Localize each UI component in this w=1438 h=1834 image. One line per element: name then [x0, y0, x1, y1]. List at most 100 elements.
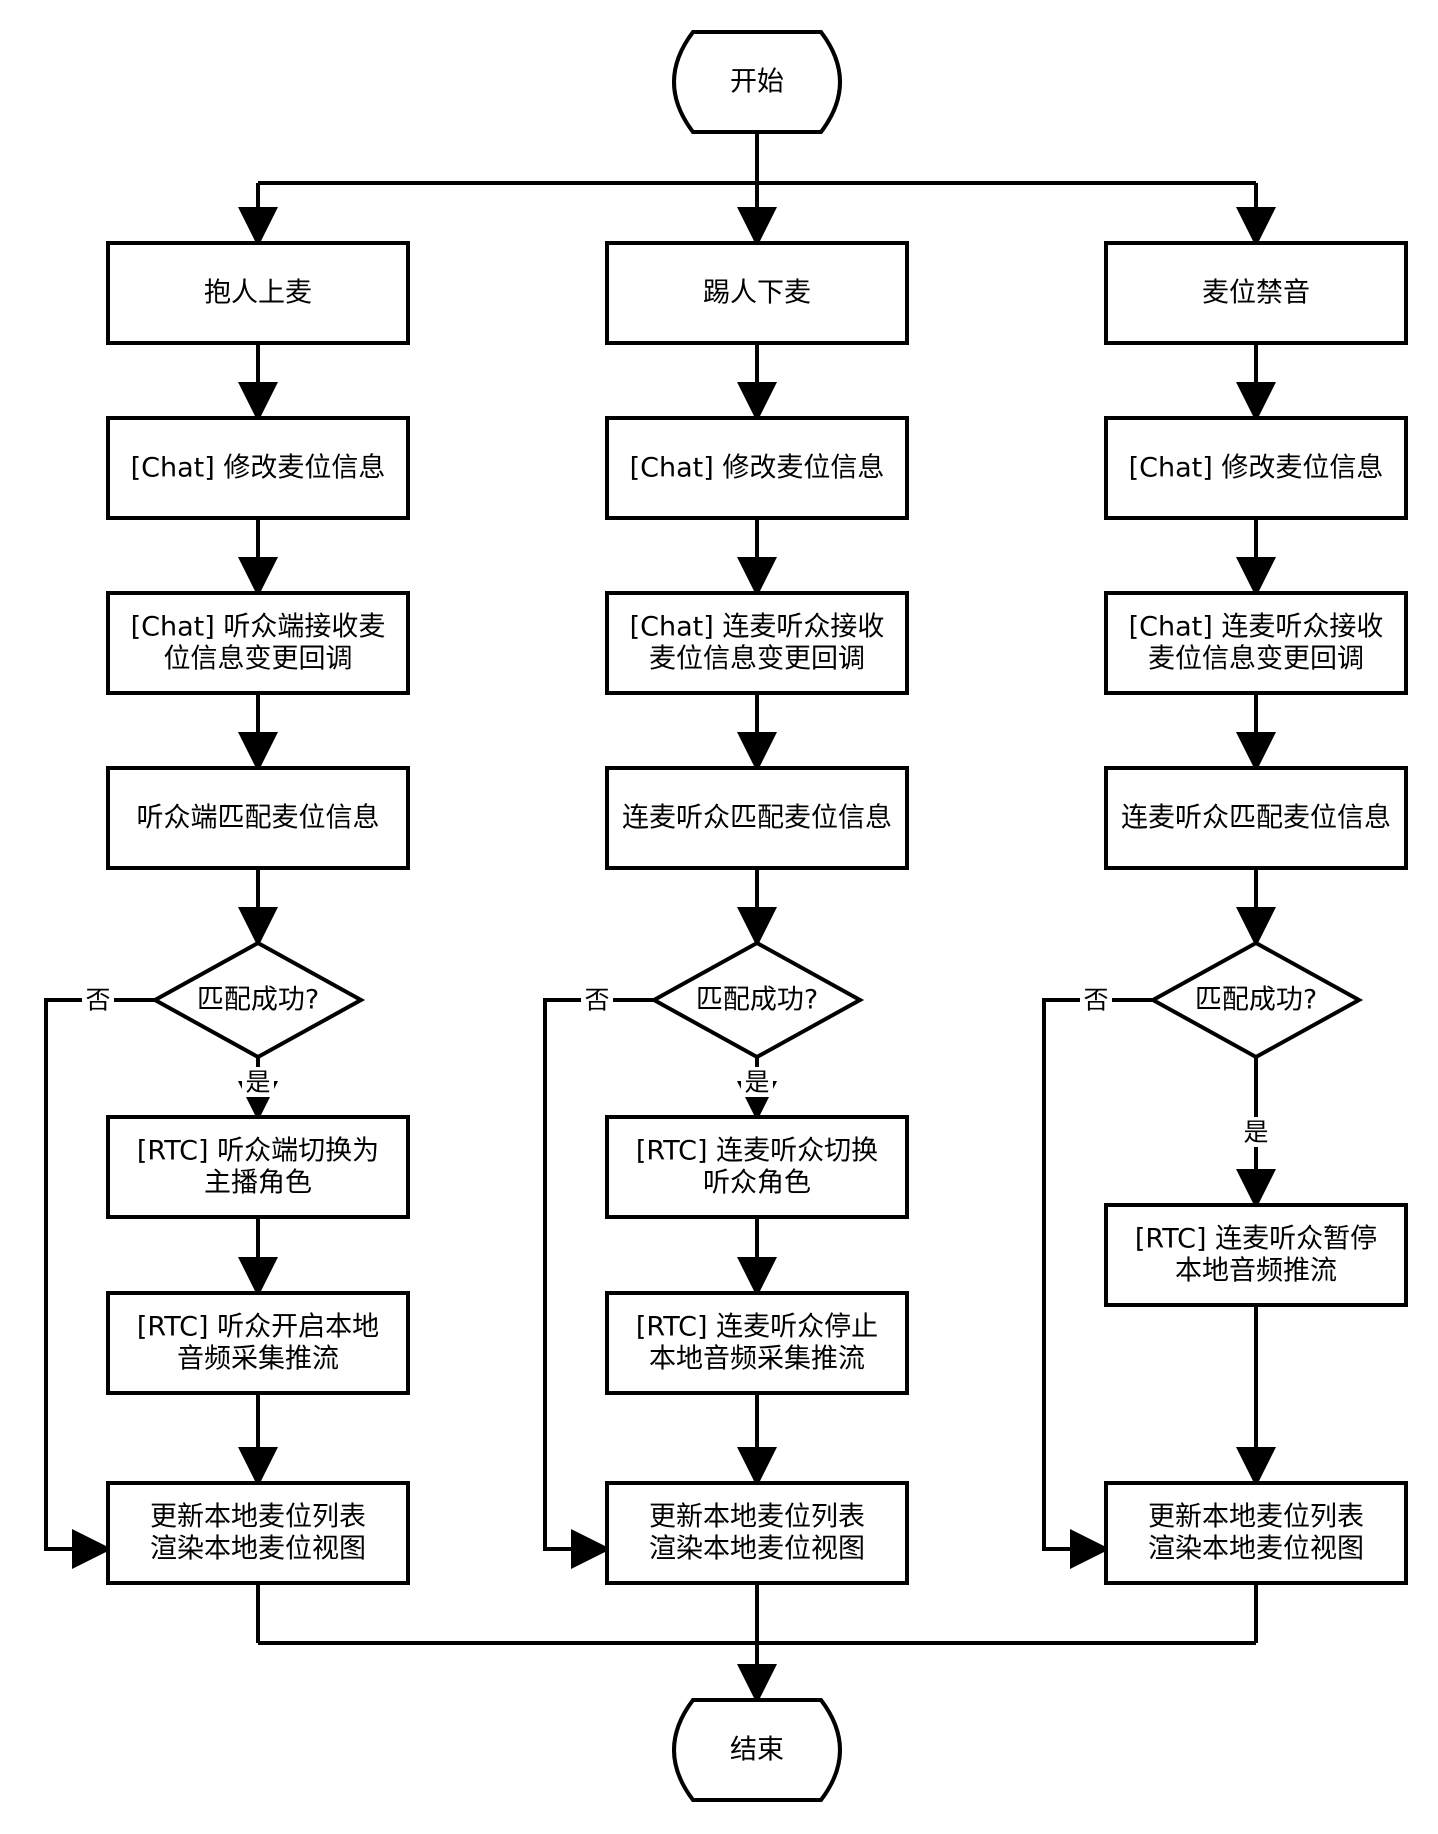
col2-step1-box-shape	[605, 416, 909, 520]
col3-step1-box: [Chat] 修改麦位信息	[1104, 416, 1408, 520]
col3-no-label-bg	[1080, 985, 1112, 1015]
col3-decision: 匹配成功?	[1148, 940, 1364, 1060]
col2-yes-label-text: 是	[744, 1068, 769, 1097]
start-node-text: 开始	[730, 67, 784, 98]
edge-c1-no	[44, 998, 155, 1569]
col1-decision: 匹配成功?	[150, 940, 366, 1060]
col2-decision-shape	[649, 940, 865, 1060]
col3-title-box: 麦位禁音	[1104, 241, 1408, 345]
col3-no-label-text: 否	[1083, 986, 1108, 1015]
col3-yes-label: 是	[1240, 1117, 1272, 1147]
col2-step3-box-shape	[605, 766, 909, 870]
col3-final-box-shape	[1104, 1481, 1408, 1585]
col2-step2-box-text-line1: [Chat] 连麦听众接收	[630, 612, 885, 643]
col2-final-box-text-line1: 更新本地麦位列表	[649, 1502, 865, 1533]
col3-final-box-text-line1: 更新本地麦位列表	[1148, 1502, 1364, 1533]
col3-step3-box-text: 连麦听众匹配麦位信息	[1121, 803, 1391, 834]
col3-step2-box-text-line2: 麦位信息变更回调	[1148, 644, 1364, 675]
col3-step1-box-text: [Chat] 修改麦位信息	[1129, 453, 1384, 484]
col3-step2-box-text-line1: [Chat] 连麦听众接收	[1129, 612, 1384, 643]
col3-yes-label-text: 是	[1243, 1118, 1268, 1147]
col2-step1-box: [Chat] 修改麦位信息	[605, 416, 909, 520]
col3-action1-box-text-line1: [RTC] 连麦听众暂停	[1135, 1224, 1377, 1255]
col1-no-label-text: 否	[85, 986, 110, 1015]
col3-action1-box-text-line2: 本地音频推流	[1175, 1256, 1337, 1287]
end-node: 结束	[672, 1698, 842, 1802]
col1-no-label-bg	[82, 985, 114, 1015]
col1-step3-box-text: 听众端匹配麦位信息	[137, 803, 380, 834]
col2-yes-label-bg	[741, 1067, 773, 1097]
col2-step2-box-text-line2: 麦位信息变更回调	[649, 644, 865, 675]
col3-title-box-shape	[1104, 241, 1408, 345]
col1-final-box-text-line2: 渲染本地麦位视图	[150, 1534, 366, 1565]
col1-action2-box-text-line2: 音频采集推流	[177, 1344, 339, 1375]
col1-action1-box-shape	[106, 1115, 410, 1219]
col3-decision-shape	[1148, 940, 1364, 1060]
col2-no-label: 否	[581, 985, 613, 1015]
col1-step1-box: [Chat] 修改麦位信息	[106, 416, 410, 520]
col3-title-box-text: 麦位禁音	[1202, 278, 1310, 309]
col3-yes-label-bg	[1240, 1117, 1272, 1147]
col2-no-label-bg	[581, 985, 613, 1015]
connectors	[44, 132, 1276, 1704]
start-node-shape	[672, 30, 842, 134]
col2-step1-box-text: [Chat] 修改麦位信息	[630, 453, 885, 484]
col1-yes-label-text: 是	[245, 1068, 270, 1097]
col2-final-box-shape	[605, 1481, 909, 1585]
start-node: 开始	[672, 30, 842, 134]
col2-action1-box-shape	[605, 1115, 909, 1219]
col1-action1-box-text-line2: 主播角色	[204, 1168, 312, 1199]
col2-step2-box-shape	[605, 591, 909, 695]
col1-step2-box-text-line1: [Chat] 听众端接收麦	[131, 612, 386, 643]
col2-step3-box-text: 连麦听众匹配麦位信息	[622, 803, 892, 834]
col2-yes-label: 是	[741, 1067, 773, 1097]
col1-step1-box-shape	[106, 416, 410, 520]
col2-action2-box-shape	[605, 1291, 909, 1395]
col2-action1-box-text-line1: [RTC] 连麦听众切换	[636, 1136, 878, 1167]
col1-decision-shape	[150, 940, 366, 1060]
col1-title-box-text: 抱人上麦	[204, 278, 312, 309]
col2-decision: 匹配成功?	[649, 940, 865, 1060]
col2-decision-text: 匹配成功?	[696, 985, 818, 1016]
col1-decision-text: 匹配成功?	[197, 985, 319, 1016]
col3-no-label: 否	[1080, 985, 1112, 1015]
end-node-shape	[672, 1698, 842, 1802]
col1-title-box-shape	[106, 241, 410, 345]
edge-c2-no	[543, 998, 654, 1569]
col2-action2-box-text-line1: [RTC] 连麦听众停止	[636, 1312, 878, 1343]
col2-title-box: 踢人下麦	[605, 241, 909, 345]
col1-action2-box-shape	[106, 1291, 410, 1395]
col3-decision-text: 匹配成功?	[1195, 985, 1317, 1016]
col3-step3-box: 连麦听众匹配麦位信息	[1104, 766, 1408, 870]
col3-step1-box-shape	[1104, 416, 1408, 520]
col2-no-label-text: 否	[584, 986, 609, 1015]
col3-final-box-text-line2: 渲染本地麦位视图	[1148, 1534, 1364, 1565]
col2-action2-box-text-line2: 本地音频采集推流	[649, 1344, 865, 1375]
col2-action1-box-text-line2: 听众角色	[703, 1168, 811, 1199]
col1-title-box: 抱人上麦	[106, 241, 410, 345]
col2-final-box-text-line2: 渲染本地麦位视图	[649, 1534, 865, 1565]
col1-yes-label: 是	[242, 1067, 274, 1097]
col3-action1-box-shape	[1104, 1203, 1408, 1307]
col3-step2-box-shape	[1104, 591, 1408, 695]
col1-action1-box-text-line1: [RTC] 听众端切换为	[137, 1136, 379, 1167]
col2-step3-box: 连麦听众匹配麦位信息	[605, 766, 909, 870]
col1-yes-label-bg	[242, 1067, 274, 1097]
end-node-text: 结束	[730, 1735, 784, 1766]
col1-step2-box-text-line2: 位信息变更回调	[164, 644, 353, 675]
col1-no-label: 否	[82, 985, 114, 1015]
col2-title-box-text: 踢人下麦	[703, 278, 811, 309]
col3-step3-box-shape	[1104, 766, 1408, 870]
col1-step2-box-shape	[106, 591, 410, 695]
